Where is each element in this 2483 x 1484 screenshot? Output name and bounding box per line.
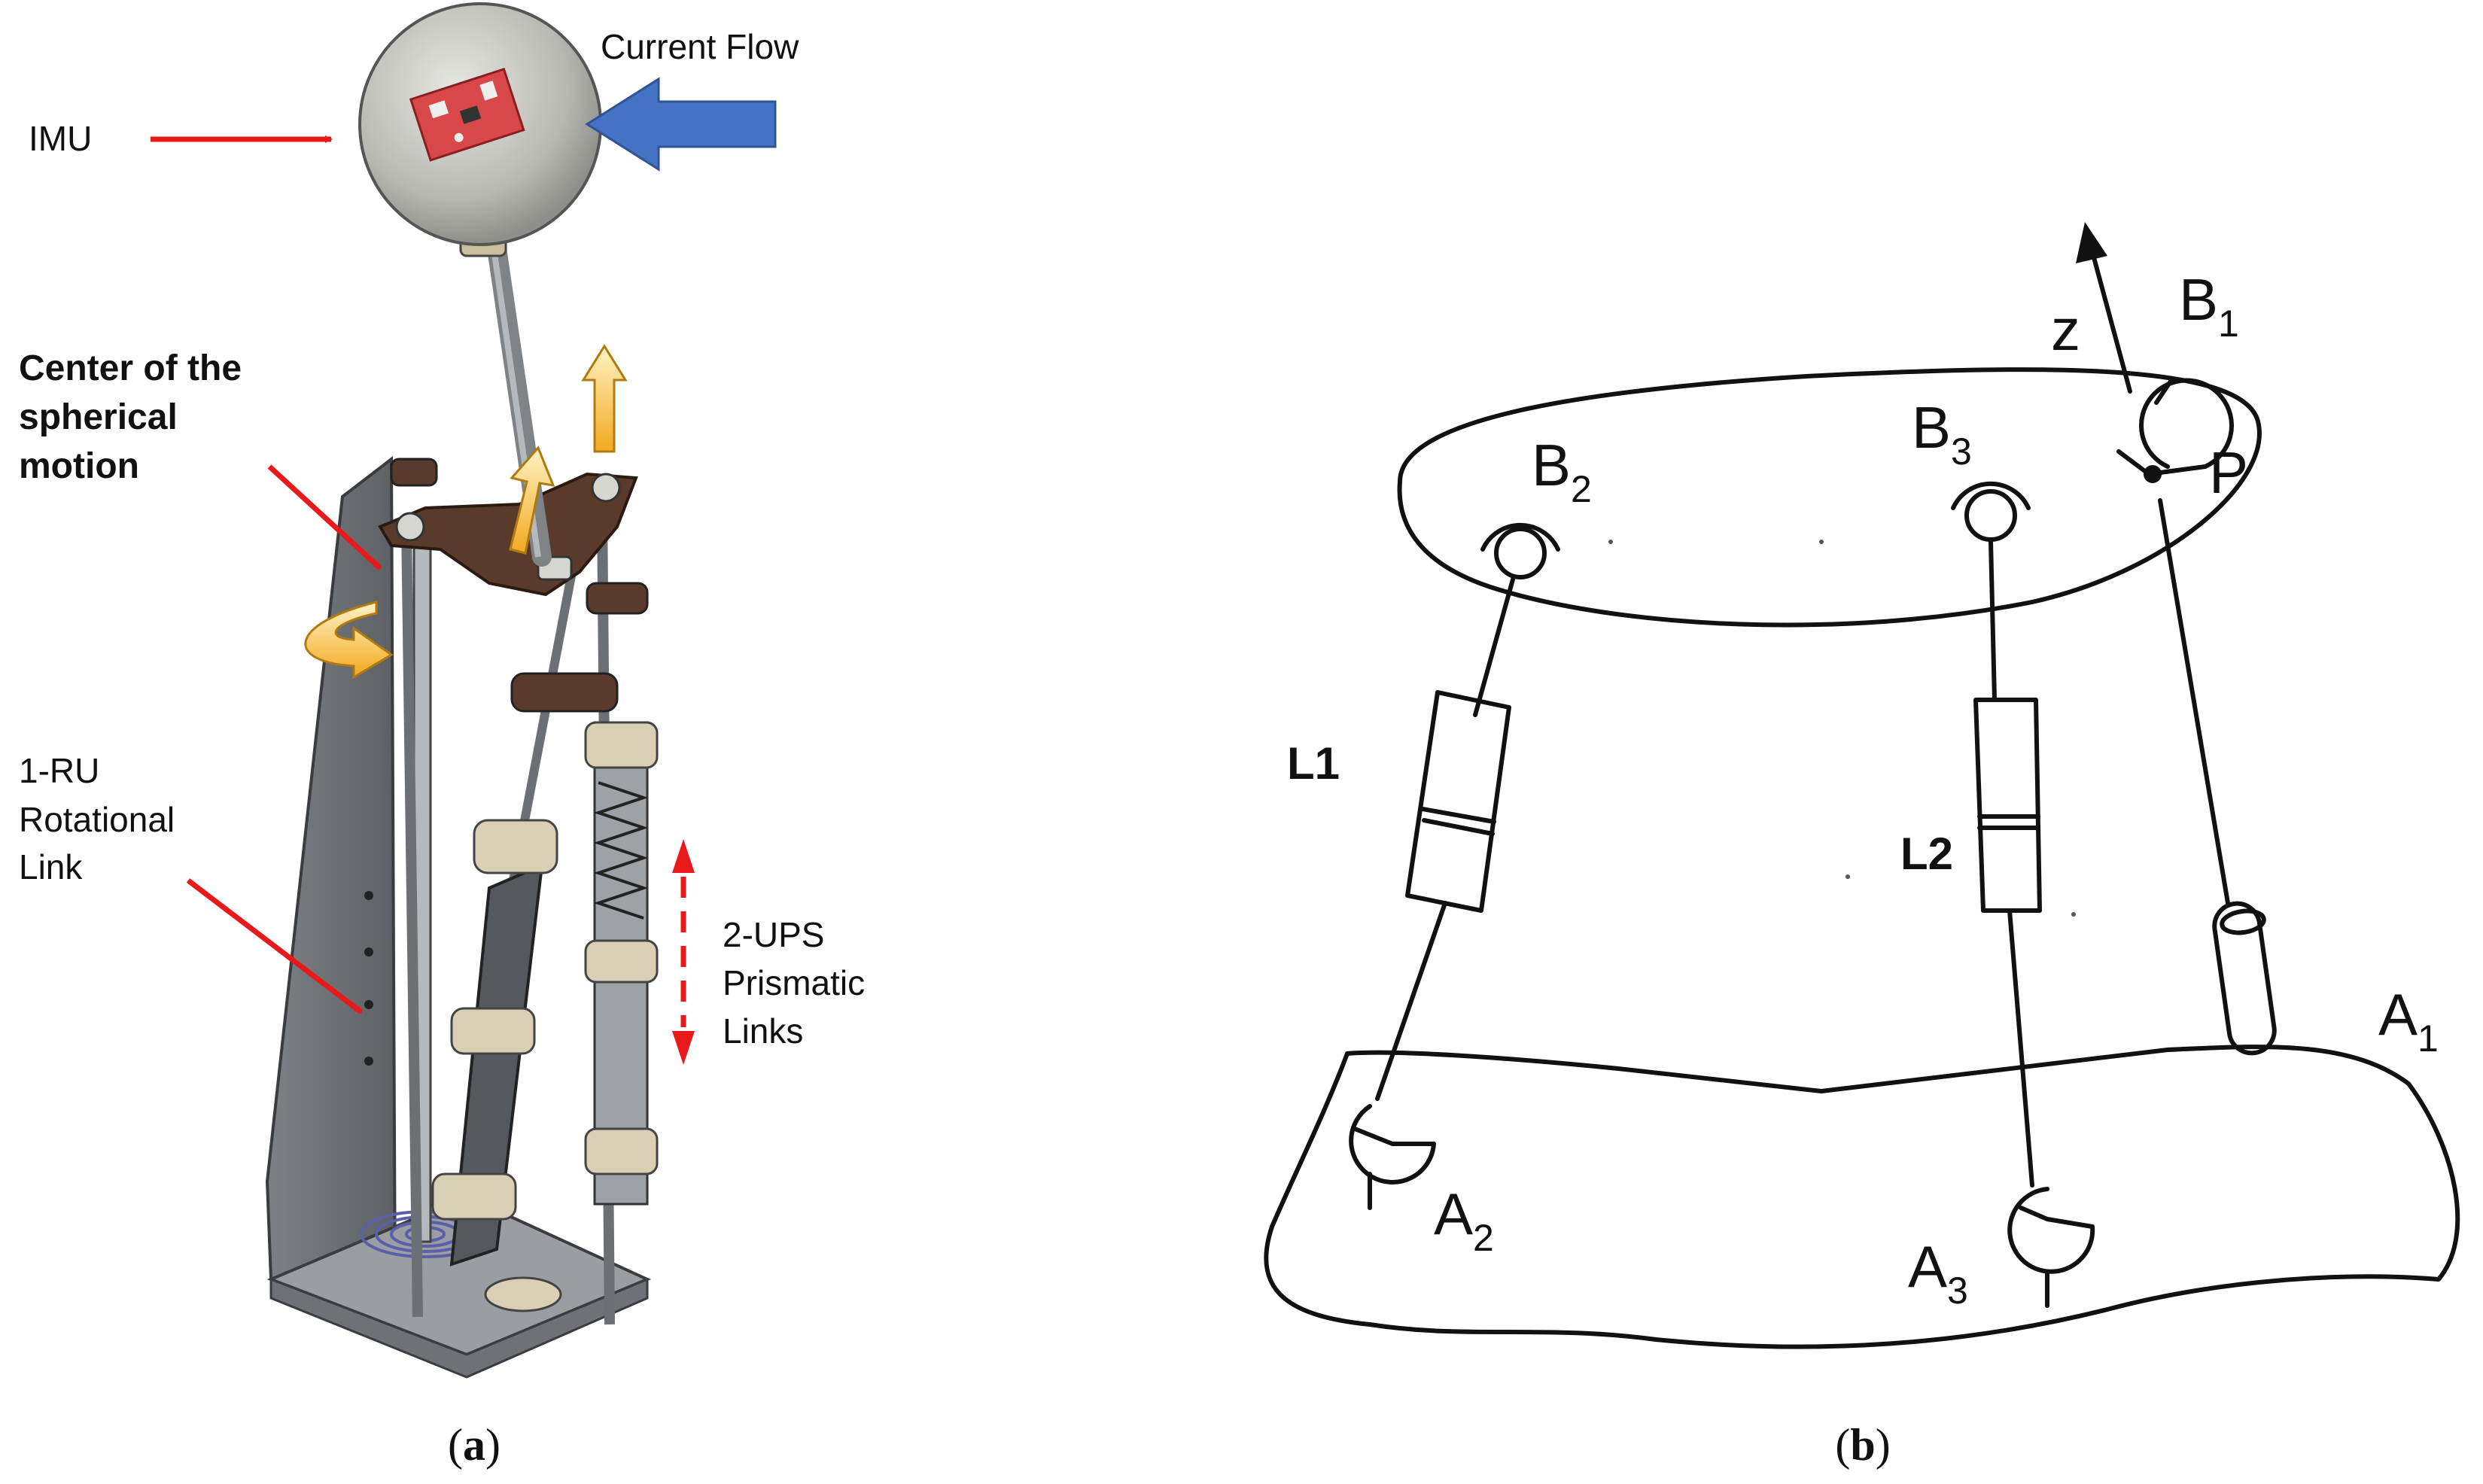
translation-arrow-2 [581, 344, 628, 453]
label-center-line2: spherical [19, 397, 178, 437]
prismatic-link-2 [584, 721, 659, 1206]
prismatic-link-1 [431, 819, 562, 1312]
prismatic-motion-arrow [672, 839, 695, 1065]
label-a2: A2 [1434, 1181, 1494, 1259]
label-l1: L1 [1287, 738, 1340, 789]
joint-a2 [1349, 1104, 1436, 1210]
label-ups-line2: Prismatic [723, 963, 865, 1002]
caption-b: (b) [1835, 1420, 1890, 1470]
label-imu: IMU [29, 119, 92, 158]
panel-a: IMU Current Flow Center of the spherical… [19, 2, 865, 1470]
label-b2: B2 [1532, 432, 1592, 510]
joint-b3 [1951, 481, 2031, 542]
label-ru-line1: 1-RU [19, 751, 99, 790]
label-current-flow: Current Flow [601, 27, 799, 66]
label-ru-line2: Rotational [19, 800, 175, 839]
leg-a1 [2158, 498, 2277, 1056]
current-flow-arrow [585, 77, 777, 172]
top-platform [1397, 367, 2262, 628]
label-z: z [2051, 296, 2080, 363]
label-a3: A3 [1908, 1233, 1968, 1312]
label-center-line3: motion [19, 446, 139, 486]
translation-arrow-1 [509, 446, 555, 555]
label-b3: B3 [1912, 394, 1972, 473]
panel-b: z B1 P B2 B3 L1 L2 A1 A2 A3 (b) [1264, 222, 2460, 1470]
joint-b2 [1480, 522, 1560, 579]
label-ru-line3: Link [19, 847, 83, 886]
label-l2: L2 [1900, 829, 1953, 879]
label-ups-line1: 2-UPS [723, 915, 824, 954]
label-ups-line3: Links [723, 1011, 803, 1051]
center-arrow [267, 464, 382, 570]
label-b1: B1 [2179, 266, 2239, 345]
rotation-arrow [304, 601, 394, 680]
label-p: P [2209, 439, 2248, 506]
label-center-line1: Center of the [19, 348, 242, 388]
leg-l1 [1375, 577, 1515, 1101]
side-bracket [265, 455, 397, 1327]
caption-a: (a) [448, 1420, 501, 1470]
imu-board [409, 67, 525, 162]
leg-l2 [1973, 540, 2042, 1188]
base-platform [1264, 1045, 2460, 1349]
joint-b1 [2116, 378, 2234, 483]
label-a1: A1 [2378, 981, 2439, 1060]
ru-arrow [186, 878, 364, 1014]
joint-a3 [2007, 1187, 2095, 1308]
